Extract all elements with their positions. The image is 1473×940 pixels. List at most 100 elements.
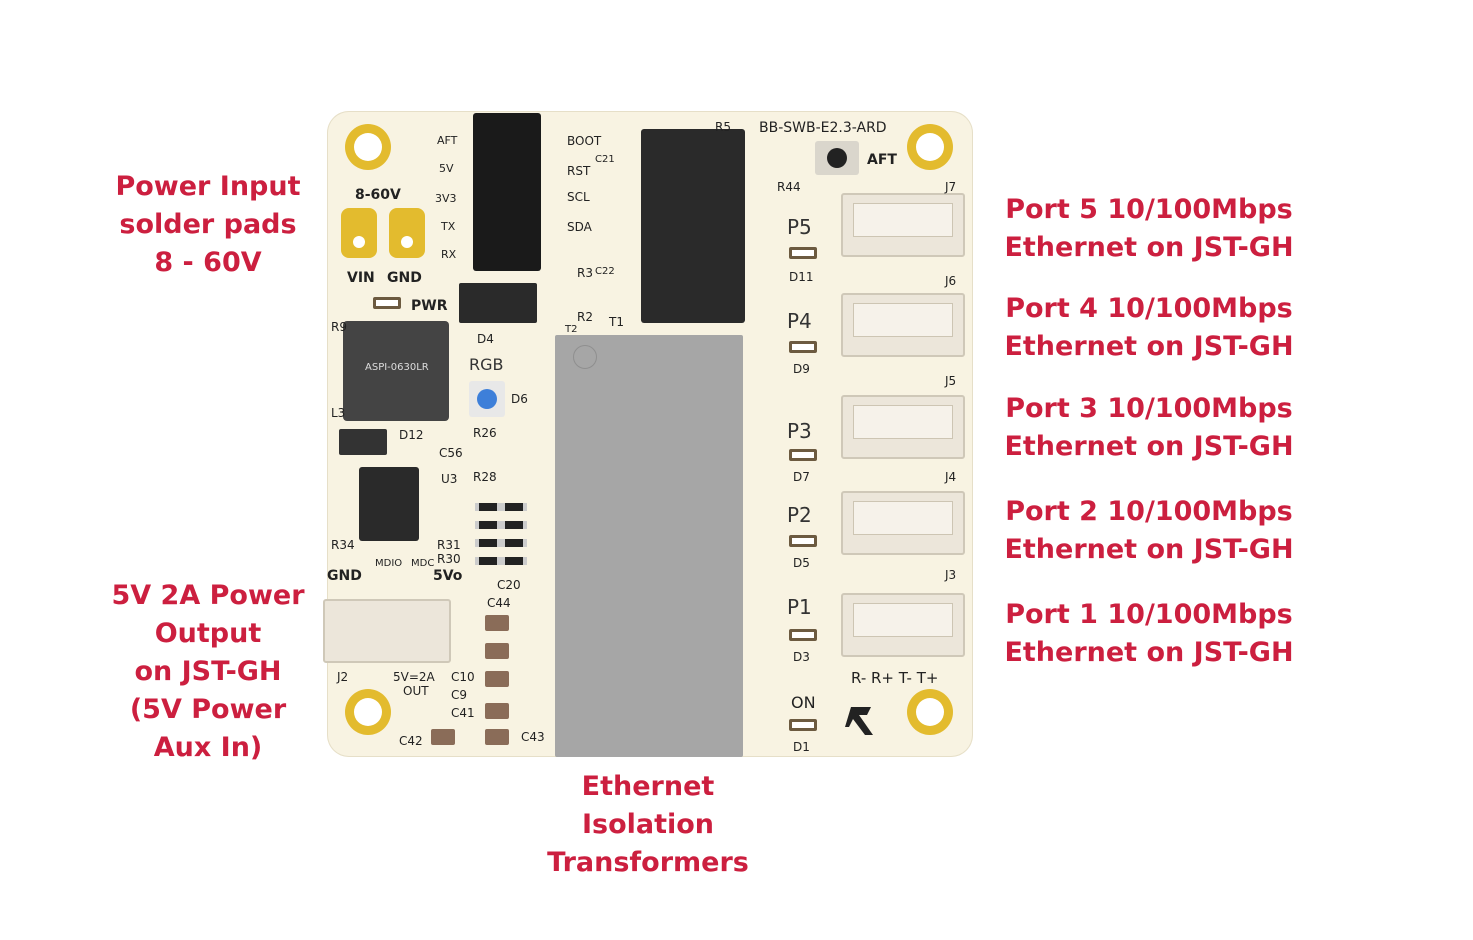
mounting-hole-top-left: [345, 124, 391, 170]
ethernet-switch-ic: [641, 129, 745, 323]
c10-label: C10: [451, 670, 475, 684]
c41-label: C41: [451, 706, 475, 720]
gnd-solder-pad: [389, 208, 425, 258]
led-d9: [789, 341, 817, 353]
mdc-label: MDC: [411, 558, 435, 569]
r2-label: R2: [577, 310, 593, 324]
power-input-callout: Power Input solder pads 8 - 60V: [115, 171, 301, 278]
pwr-led: [373, 297, 401, 309]
r3-label: R3: [577, 266, 593, 280]
ethernet-port-3-connector[interactable]: [841, 395, 965, 459]
j4-label: J4: [945, 470, 957, 484]
header-rx-label: RX: [441, 248, 457, 261]
led-d5: [789, 535, 817, 547]
ethernet-port-4-connector[interactable]: [841, 293, 965, 357]
resistor-f: [501, 539, 527, 547]
d11-label: D11: [789, 270, 814, 284]
u3-label: U3: [441, 472, 458, 486]
ethernet-isolation-transformer: [555, 335, 743, 757]
c43-label: C43: [521, 730, 545, 744]
p4-label: P4: [787, 309, 812, 333]
mounting-hole-bottom-right: [907, 689, 953, 735]
capacitor-c43: [485, 729, 509, 745]
resistor-d: [501, 521, 527, 529]
t2-label: T2: [565, 324, 578, 335]
r5-label: R5: [715, 120, 731, 134]
vin-label: VIN: [347, 270, 375, 286]
c9-label: C9: [451, 688, 468, 702]
ethernet-port-2-connector[interactable]: [841, 491, 965, 555]
d6-label: D6: [511, 392, 528, 406]
r31-label: R31: [437, 538, 461, 552]
d5-label: D5: [793, 556, 810, 570]
out-label-2: OUT: [403, 684, 429, 698]
c56-label: C56: [439, 446, 463, 460]
d1-label: D1: [793, 740, 810, 754]
5vo-label: 5Vo: [433, 568, 463, 584]
p2-label: P2: [787, 503, 812, 527]
led-d1: [789, 719, 817, 731]
pcb-board: 8-60V VIN GND AFT 5V 3V3 TX RX BOOT RST …: [323, 111, 973, 757]
power-output-callout: 5V 2A Power Output on JST-GH (5V Power A…: [111, 580, 305, 763]
pwr-label: PWR: [411, 298, 448, 314]
header-3v3-label: 3V3: [435, 192, 457, 205]
board-name-label: BB-SWB-E2.3-ARD: [759, 120, 887, 136]
r30-label: R30: [437, 552, 461, 566]
r9-label: R9: [331, 320, 347, 334]
voltage-range-label: 8-60V: [355, 187, 401, 203]
c21-label: C21: [595, 154, 615, 165]
p3-label: P3: [787, 419, 812, 443]
inductor-text: ASPI-0630LR: [365, 362, 429, 373]
capacitor-c10a: [485, 643, 509, 659]
aft-button[interactable]: [815, 141, 859, 175]
c44-label: C44: [487, 596, 511, 610]
mounting-hole-bottom-left: [345, 689, 391, 735]
j7-label: J7: [945, 180, 957, 194]
vin-solder-pad: [341, 208, 377, 258]
resistor-g: [475, 557, 501, 565]
resistor-c: [475, 521, 501, 529]
resistor-e: [475, 539, 501, 547]
led-d11: [789, 247, 817, 259]
brand-logo-icon: [843, 703, 879, 739]
d12-label: D12: [399, 428, 424, 442]
r26-label: R26: [473, 426, 497, 440]
regulator-ic-u3: [359, 467, 419, 541]
rgb-label: RGB: [469, 355, 504, 374]
j6-label: J6: [945, 274, 957, 288]
pinout-label: R- R+ T- T+: [851, 669, 939, 687]
d3-label: D3: [793, 650, 810, 664]
ethernet-port-5-connector[interactable]: [841, 193, 965, 257]
header-5v-label: 5V: [439, 162, 454, 175]
on-label: ON: [791, 693, 816, 712]
mdio-label: MDIO: [375, 558, 403, 569]
rgb-led: [469, 381, 505, 417]
out-label-1: 5V=2A: [393, 670, 435, 684]
t1-label: T1: [609, 315, 624, 329]
p5-label: P5: [787, 215, 812, 239]
ethernet-port-1-connector[interactable]: [841, 593, 965, 657]
inductor-l3: [343, 321, 449, 421]
j2-label: J2: [337, 670, 349, 684]
pin-header: [473, 113, 541, 271]
capacitor-c44: [485, 615, 509, 631]
scl-label: SCL: [567, 190, 590, 204]
resistor-b: [501, 503, 527, 511]
resistor-h: [501, 557, 527, 565]
d7-label: D7: [793, 470, 810, 484]
l3-label: L3: [331, 406, 346, 420]
diode-d4: [459, 283, 537, 323]
header-aft-label: AFT: [437, 134, 458, 147]
j5-label: J5: [945, 374, 957, 388]
aft-label: AFT: [867, 152, 897, 168]
led-d3: [789, 629, 817, 641]
sda-label: SDA: [567, 220, 592, 234]
power-output-connector-j2[interactable]: [323, 599, 451, 663]
c22-label: C22: [595, 266, 615, 277]
led-d7: [789, 449, 817, 461]
